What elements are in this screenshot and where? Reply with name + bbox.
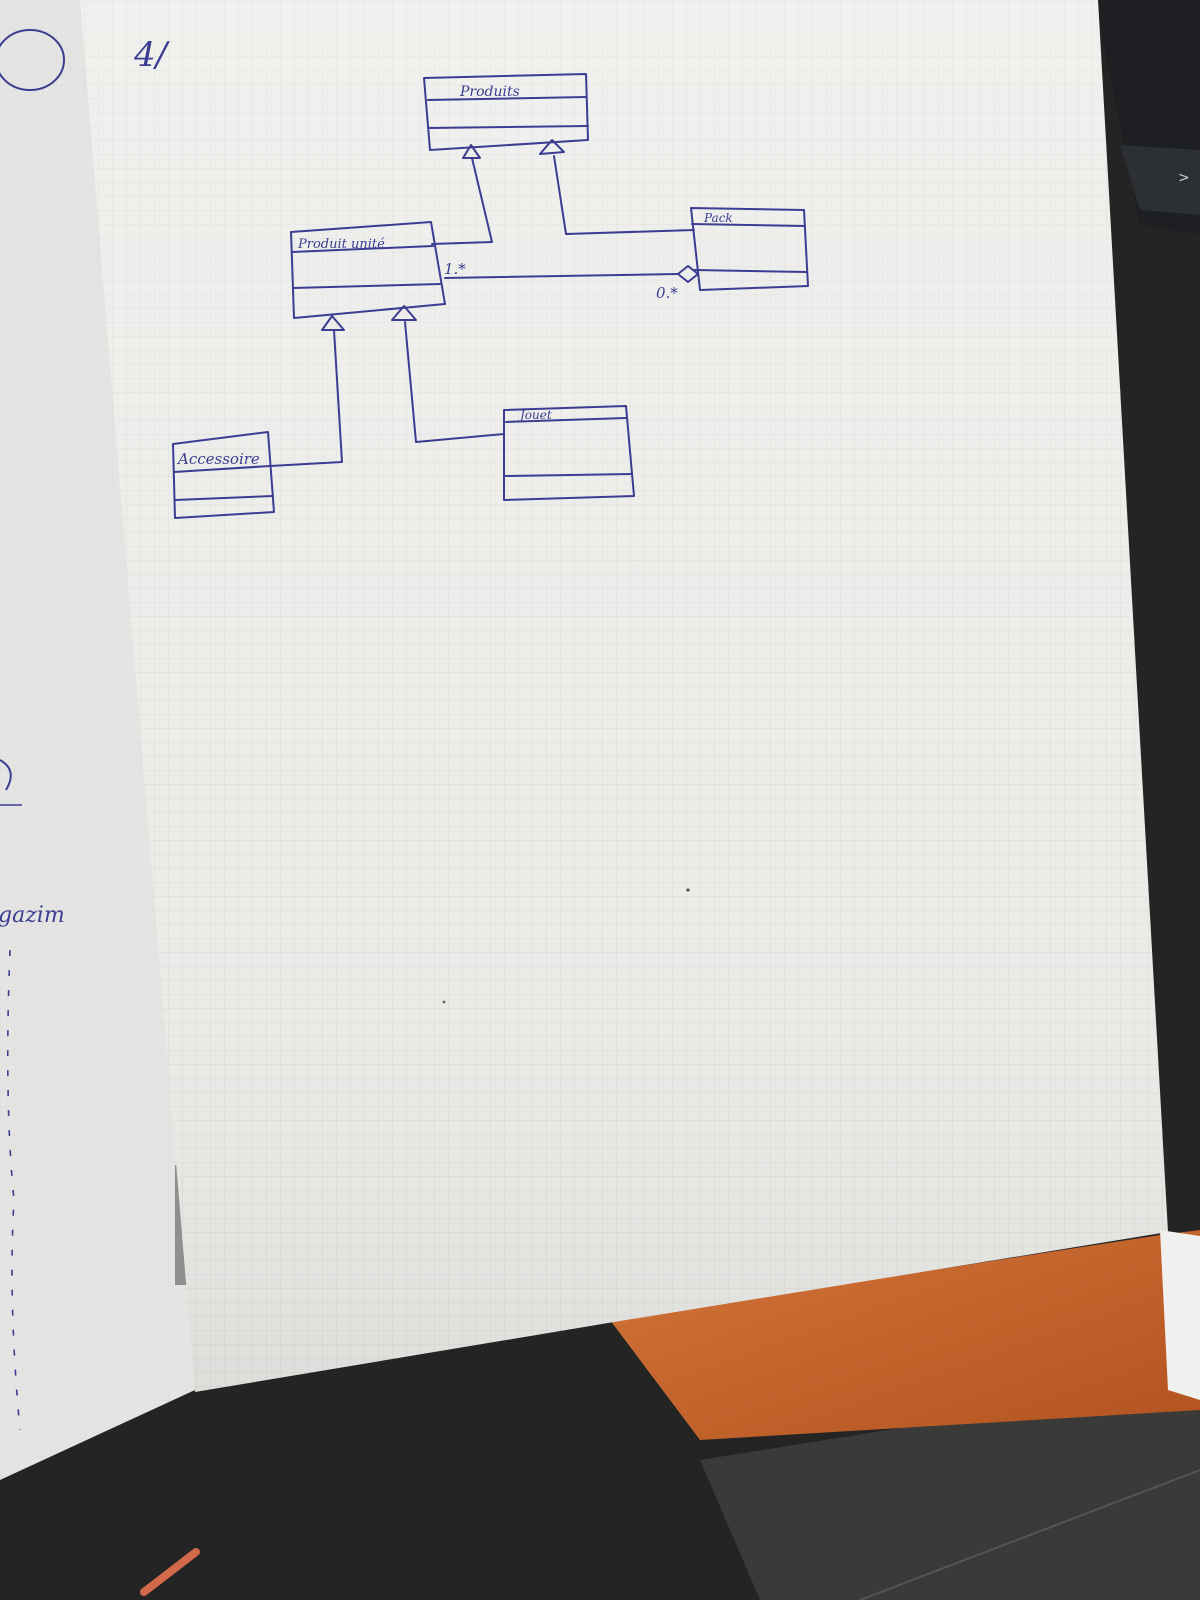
class-produit-unite bbox=[290, 221, 446, 319]
class-pack bbox=[690, 207, 809, 291]
class-produits bbox=[423, 73, 589, 151]
inheritance-arrow-jouet bbox=[391, 305, 417, 321]
class-jouet bbox=[503, 405, 635, 501]
class-name-produit-unite: Produit unité bbox=[297, 237, 385, 252]
class-name-produits: Produits bbox=[459, 84, 520, 100]
wooden-desk bbox=[610, 1230, 1200, 1440]
inheritance-arrow-accessoire bbox=[321, 315, 345, 331]
edge-pack-to-produits bbox=[553, 155, 695, 235]
multiplicity-pack: 0.* bbox=[656, 284, 678, 302]
aggregation-diamond bbox=[677, 265, 699, 283]
class-name-pack: Pack bbox=[703, 211, 733, 225]
association-line bbox=[444, 273, 679, 279]
left-page-word: gazim bbox=[0, 903, 65, 928]
uml-class-diagram bbox=[172, 73, 809, 519]
inheritance-arrow-produits-1 bbox=[462, 144, 481, 159]
svg-text:>: > bbox=[1178, 170, 1190, 186]
class-accessoire bbox=[172, 431, 275, 519]
edge-produit-unite-to-produits bbox=[431, 157, 493, 245]
inheritance-arrow-produits-2 bbox=[539, 139, 565, 155]
class-name-accessoire: Accessoire bbox=[176, 450, 260, 468]
floor-tiles bbox=[700, 1380, 1200, 1600]
class-name-jouet: Jouet bbox=[517, 408, 552, 422]
edge-jouet-to-produit-unite bbox=[404, 321, 505, 443]
pencil bbox=[140, 1548, 200, 1596]
edge-accessoire-to-produit-unite bbox=[269, 329, 343, 467]
page-number: 4/ bbox=[133, 35, 171, 75]
multiplicity-produit-unite: 1.* bbox=[444, 260, 466, 278]
